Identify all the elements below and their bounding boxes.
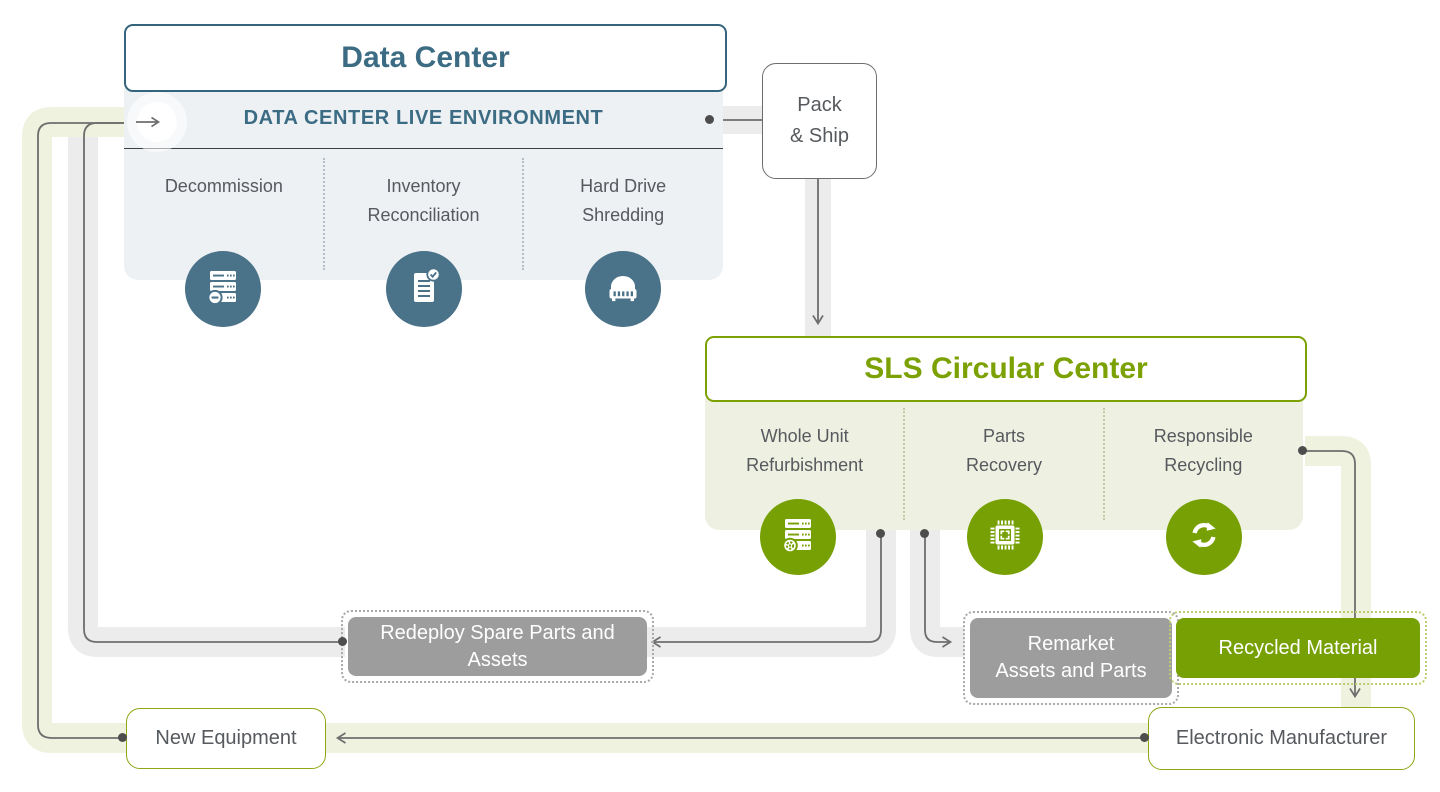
column-parts-recovery: Parts Recovery xyxy=(903,398,1103,530)
electronic-manufacturer-box: Electronic Manufacturer xyxy=(1148,707,1415,770)
junction-dot xyxy=(1298,446,1307,455)
pack-ship-label: Pack & Ship xyxy=(790,94,849,147)
redeploy-label: Redeploy Spare Parts and Assets xyxy=(348,617,647,676)
column-decommission: Decommission xyxy=(124,148,324,280)
data-center-environment-label: DATA CENTER LIVE ENVIRONMENT xyxy=(243,106,604,129)
new-equipment-box: New Equipment xyxy=(126,708,326,769)
data-center-title: Data Center xyxy=(341,41,510,74)
remarket-label: Remarket Assets and Parts xyxy=(970,618,1172,698)
process-icon-circle xyxy=(760,499,836,575)
column-responsible-recycling: Responsible Recycling xyxy=(1102,398,1303,530)
junction-dot xyxy=(876,529,885,538)
column-whole-unit-refurbishment: Whole Unit Refurbishment xyxy=(705,398,904,530)
remarket-box: Remarket Assets and Parts xyxy=(963,611,1179,705)
process-icon-circle xyxy=(585,251,661,327)
data-center-columns: Decommission Inventory Reconciliation Ha… xyxy=(124,148,723,280)
recycled-material-box: Recycled Material xyxy=(1169,611,1427,685)
server-gear-icon xyxy=(776,513,820,562)
pack-ship-box: Pack & Ship xyxy=(762,63,877,179)
new-equipment-label: New Equipment xyxy=(155,727,297,749)
junction-dot xyxy=(118,733,127,742)
line-newequipment-loop xyxy=(37,122,136,739)
line-refurbishment-to-redeploy xyxy=(650,534,882,648)
process-label: Whole Unit Refurbishment xyxy=(746,426,864,476)
recycle-arrows-icon xyxy=(1182,513,1226,562)
chip-icon xyxy=(983,513,1027,562)
column-inventory-reconciliation: Inventory Reconciliation xyxy=(322,148,524,280)
junction-dot xyxy=(920,529,929,538)
sls-circular-center-title-box: SLS Circular Center xyxy=(705,336,1307,402)
junction-dot xyxy=(705,115,714,124)
sls-columns: Whole Unit Refurbishment Parts Recovery … xyxy=(705,398,1303,530)
junction-dot xyxy=(338,637,347,646)
process-label: Parts Recovery xyxy=(965,426,1042,476)
column-hard-drive-shredding: Hard Drive Shredding xyxy=(522,148,723,280)
shredder-icon xyxy=(601,265,645,314)
data-center-title-box: Data Center xyxy=(124,24,727,92)
process-label: Responsible Recycling xyxy=(1153,426,1253,476)
process-icon-circle xyxy=(1166,499,1242,575)
line-recycling-to-manufacturer xyxy=(1303,450,1361,699)
recycled-material-label: Recycled Material xyxy=(1176,618,1420,678)
process-icon-circle xyxy=(967,499,1043,575)
track-to-remarket xyxy=(910,527,964,657)
process-label: Decommission xyxy=(164,176,283,196)
junction-dot xyxy=(1140,733,1149,742)
process-icon-circle xyxy=(185,251,261,327)
process-icon-circle xyxy=(386,251,462,327)
redeploy-box: Redeploy Spare Parts and Assets xyxy=(341,610,654,683)
data-center-panel: DATA CENTER LIVE ENVIRONMENT Decommissio… xyxy=(124,88,723,280)
line-to-remarket xyxy=(924,534,953,648)
header-divider xyxy=(124,148,723,149)
process-label: Inventory Reconciliation xyxy=(367,176,480,226)
sls-circular-center-title: SLS Circular Center xyxy=(864,352,1148,385)
electronic-manufacturer-label: Electronic Manufacturer xyxy=(1175,727,1388,749)
server-decommission-icon xyxy=(201,265,245,314)
document-check-icon xyxy=(402,265,446,314)
process-label: Hard Drive Shredding xyxy=(580,176,667,226)
